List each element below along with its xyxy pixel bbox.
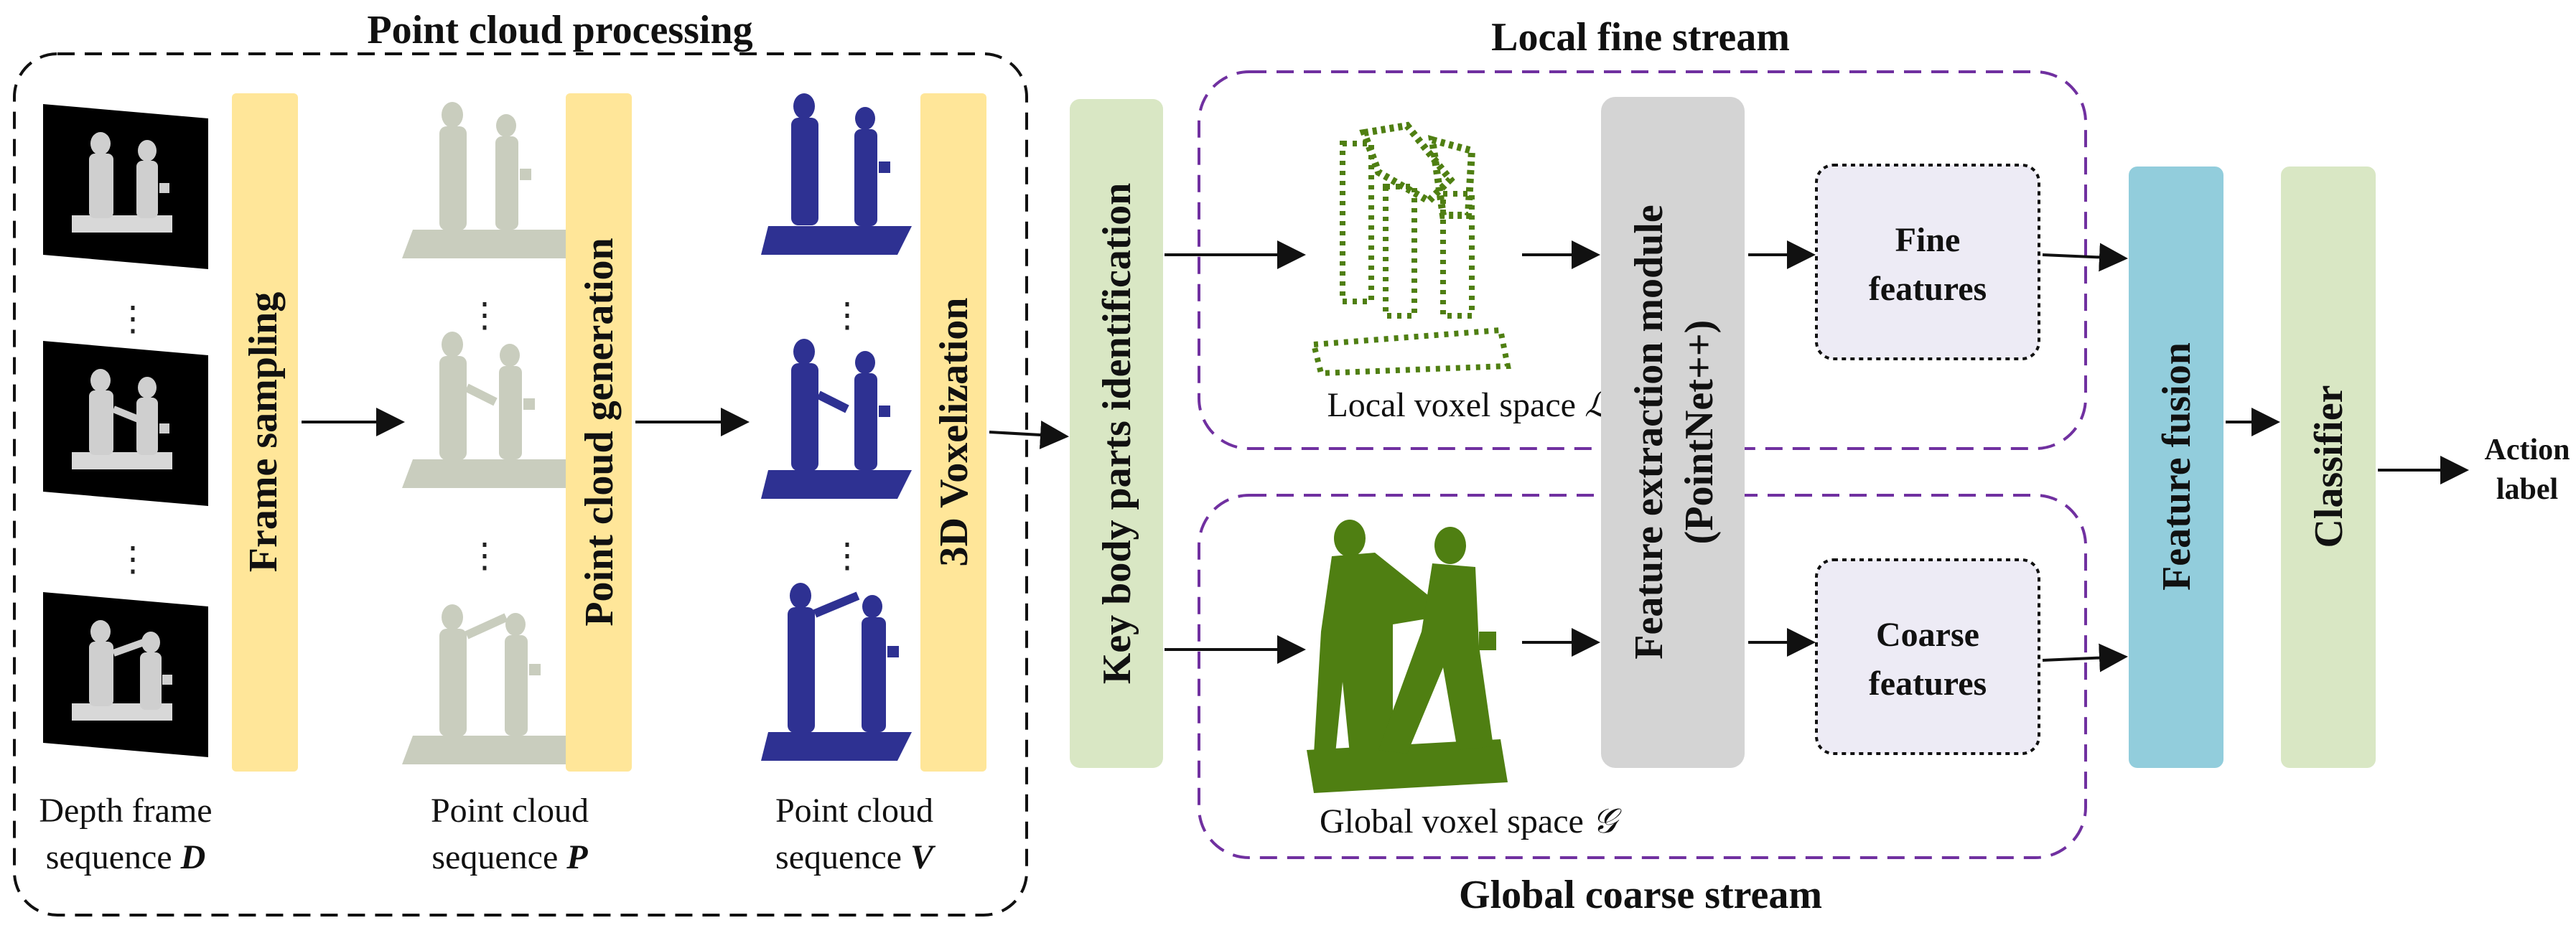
voxel-cloud-3 [761,583,912,761]
ellipsis-pc-1: ⋮ [467,296,502,334]
feature-fusion-box [2129,167,2223,768]
coarse-features-box [1815,558,2040,755]
ellipsis-depth-1: ⋮ [116,300,150,338]
coarse-features-line1: Coarse [1876,616,1979,654]
key-body-parts-box [1070,99,1163,768]
processing-container [13,52,1028,917]
voxel-cloud-1 [761,93,912,255]
global-space-label: Global voxel space 𝒢 [1320,801,1622,841]
arrow-coarse-to-fusion [2042,643,2128,672]
local-space-label: Local voxel space ℒ [1327,385,1610,425]
key-body-parts-label: Key body parts identification [1095,183,1139,684]
feature-extraction-line2: (PointNet++) [1677,320,1722,545]
feature-extraction-box [1601,97,1745,768]
pc-generation-label: Point cloud generation [577,238,622,626]
feature-fusion-label: Feature fusion [2155,342,2199,591]
coarse-features-line2: features [1869,665,1987,703]
voxelization-box [920,93,986,772]
pc-seq-line2: sequence P [431,838,588,876]
action-label-line2: label [2496,473,2558,506]
point-cloud-2 [402,332,589,488]
fine-features-line2: features [1869,270,1987,308]
processing-title: Point cloud processing [367,8,752,52]
global-stream-title: Global coarse stream [1459,873,1822,917]
arrows [302,240,2469,672]
ellipsis-pc-2: ⋮ [467,537,502,575]
local-voxel-space [1310,121,1511,377]
classifier-label: Classifier [2307,385,2351,548]
pc-seq-line1: Point cloud [431,792,589,830]
fine-features-box [1815,164,2040,360]
depth-seq-line2: sequence D [46,838,206,876]
point-cloud-1 [402,102,589,258]
point-cloud-3 [402,604,589,764]
classifier-box [2281,167,2376,768]
arrow-fine-to-fusion [2042,243,2128,272]
frame-sampling-label: Frame sampling [241,292,286,572]
depth-seq-line1: Depth frame [39,792,212,830]
voxel-cloud-2 [761,339,912,499]
depth-frame-2 [43,341,208,506]
global-voxel-space [1307,520,1508,793]
depth-frame-1 [43,104,208,269]
ellipsis-vox-1: ⋮ [830,296,864,334]
feature-extraction-line1: Feature extraction module [1627,205,1671,659]
vox-seq-line2: sequence V [775,838,936,876]
depth-frame-3 [43,592,208,757]
fine-features-line1: Fine [1895,221,1961,259]
voxelization-label: 3D Voxelization [932,298,976,567]
frame-sampling-box [232,93,298,772]
vox-seq-line1: Point cloud [775,792,933,830]
ellipsis-vox-2: ⋮ [830,537,864,575]
action-label-line1: Action [2485,433,2570,467]
local-stream-title: Local fine stream [1491,15,1790,60]
ellipsis-depth-2: ⋮ [116,540,150,578]
pc-generation-box [566,93,632,772]
arrow-vox-to-key [989,421,1069,449]
